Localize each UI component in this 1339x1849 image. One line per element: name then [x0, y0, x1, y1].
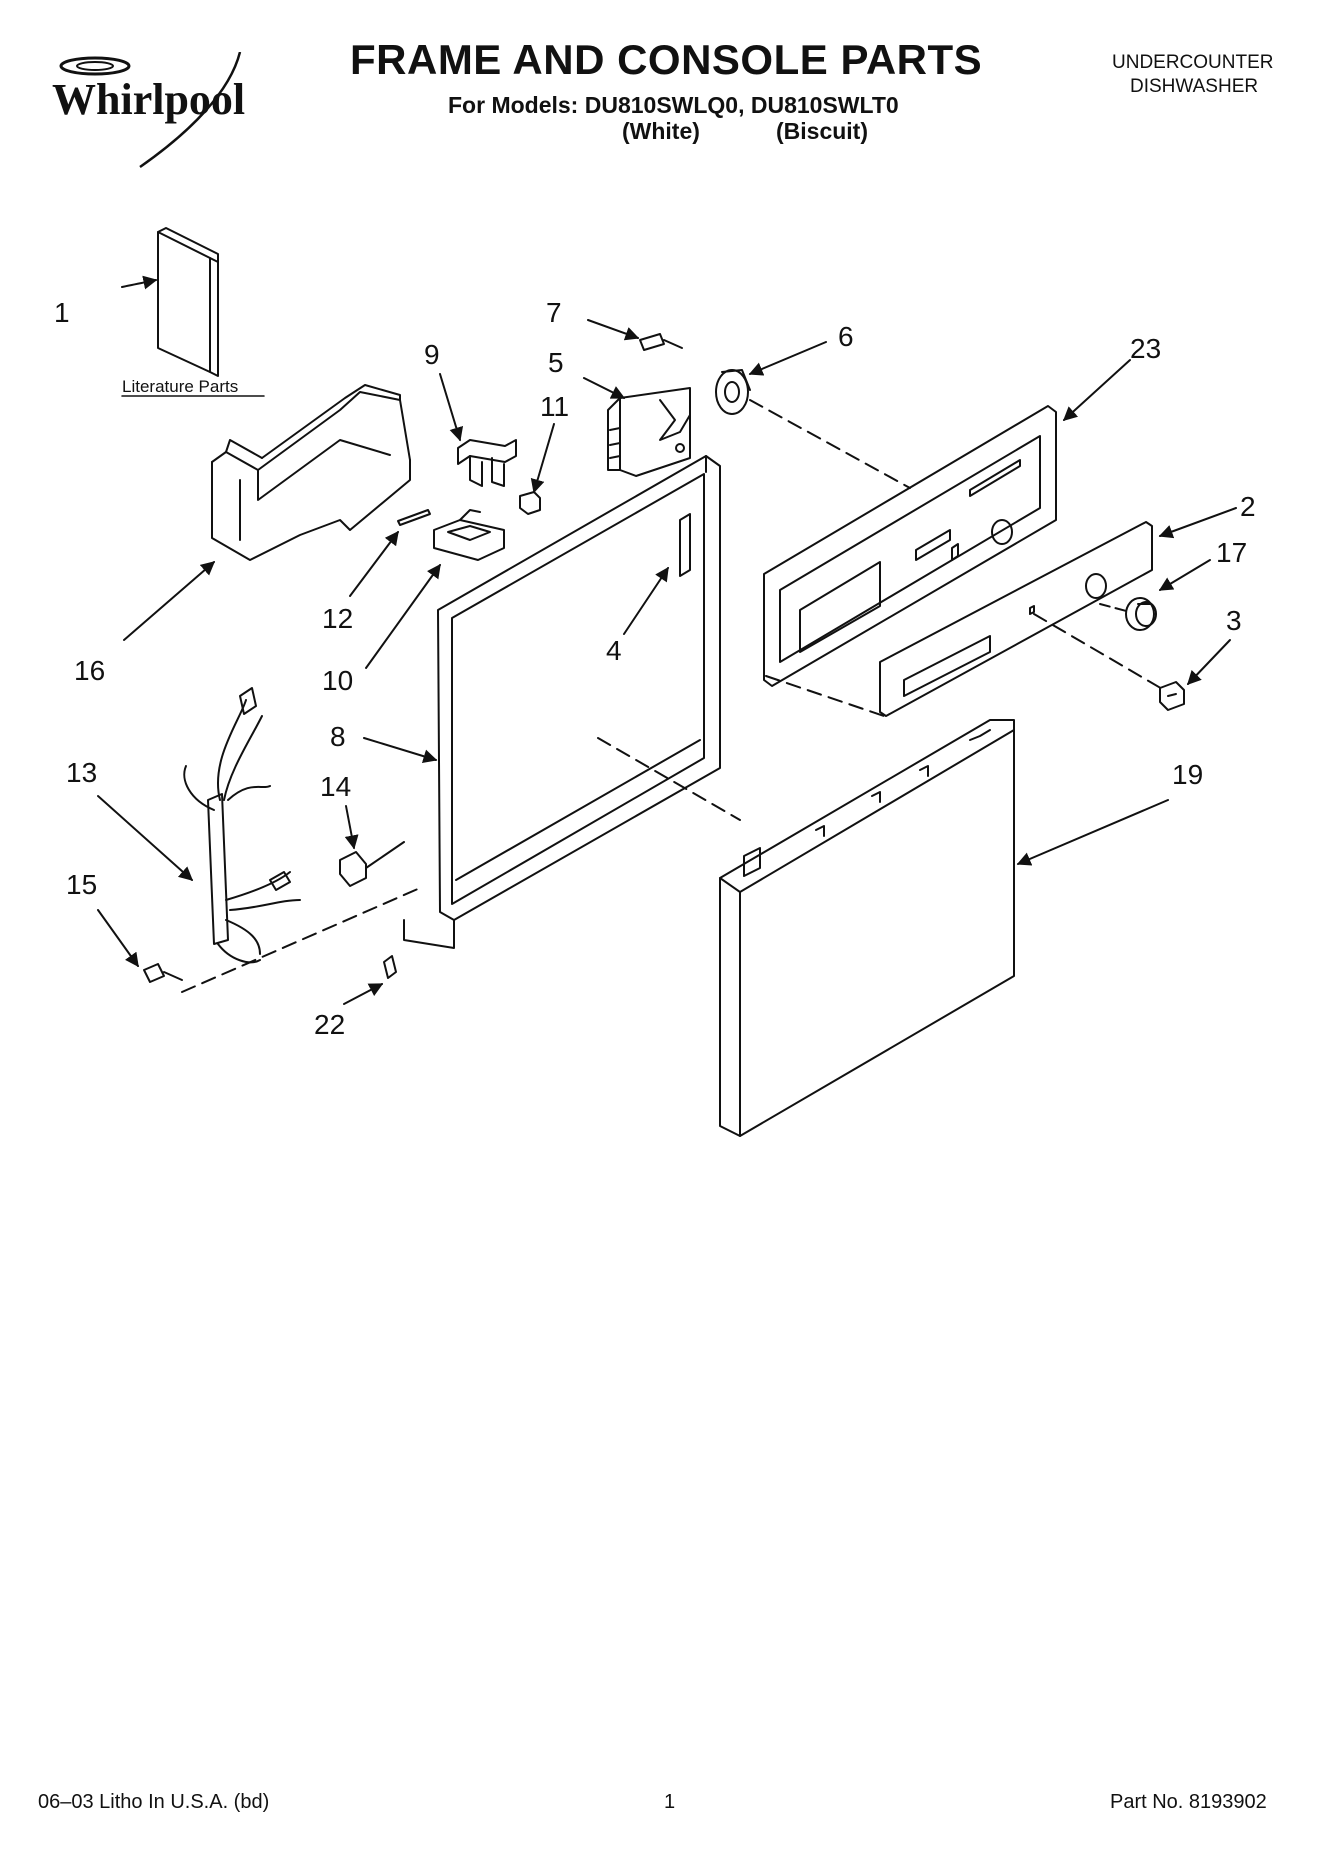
- variant-white: (White): [622, 118, 700, 144]
- part-11: [519, 491, 541, 515]
- product-type-line-2: DISHWASHER: [1130, 76, 1259, 97]
- callout-14: 14: [320, 771, 351, 802]
- part-1-literature: [157, 227, 219, 377]
- leader-6: [748, 341, 827, 376]
- callout-5: 5: [548, 347, 564, 378]
- leader-19: [1016, 799, 1169, 866]
- part-8-frame: [403, 429, 721, 949]
- leader-14: [344, 805, 359, 850]
- callout-2: 2: [1240, 491, 1256, 522]
- part-16-console-shield: [211, 384, 411, 561]
- part-17-knob: [1125, 597, 1157, 631]
- leader-5: [583, 377, 626, 399]
- callout-17: 17: [1216, 537, 1247, 568]
- part-13-wire-harness: [183, 687, 301, 964]
- assembly-dash-3: [1033, 613, 1165, 691]
- literature-caption: Literature Parts: [122, 377, 238, 396]
- callout-19: 19: [1172, 759, 1203, 790]
- part-14: [339, 841, 405, 887]
- callout-9: 9: [424, 339, 440, 370]
- leader-13: [97, 795, 194, 881]
- part-9: [457, 439, 517, 487]
- leader-4: [623, 566, 669, 635]
- part-2-control-panel: [879, 521, 1153, 717]
- callout-6: 6: [838, 321, 854, 352]
- whirlpool-logo: Whirlpool: [52, 52, 245, 169]
- part-23-console-panel: [763, 405, 1057, 687]
- leader-7: [587, 319, 640, 341]
- callout-22: 22: [314, 1009, 345, 1040]
- callout-23: 23: [1130, 333, 1161, 364]
- callout-15: 15: [66, 869, 97, 900]
- callout-11: 11: [540, 391, 569, 422]
- leader-11: [530, 423, 555, 494]
- callout-3: 3: [1226, 605, 1242, 636]
- leader-1: [121, 275, 158, 290]
- callout-13: 13: [66, 757, 97, 788]
- footer-part-number: Part No. 8193902: [1110, 1791, 1267, 1813]
- part-15-screw: [143, 963, 183, 983]
- assembly-dash-19: [597, 737, 741, 821]
- leader-12: [349, 530, 399, 597]
- callout-12: 12: [322, 603, 353, 634]
- callout-10: 10: [322, 665, 353, 696]
- callout-8: 8: [330, 721, 346, 752]
- leader-16: [123, 561, 216, 641]
- leader-2: [1158, 507, 1237, 539]
- brand-wordmark: Whirlpool: [52, 75, 245, 124]
- leader-3: [1187, 639, 1231, 686]
- models-line: For Models: DU810SWLQ0, DU810SWLT0: [448, 92, 899, 118]
- assembly-dash-15: [181, 887, 421, 993]
- product-type-line-1: UNDERCOUNTER: [1112, 52, 1274, 73]
- part-22: [383, 955, 397, 979]
- variant-biscuit: (Biscuit): [776, 118, 868, 144]
- callout-7: 7: [546, 297, 562, 328]
- callout-16: 16: [74, 655, 105, 686]
- leader-10: [365, 563, 441, 669]
- assembly-dash-17: [1099, 603, 1131, 613]
- leader-23: [1062, 359, 1131, 421]
- footer-page-number: 1: [664, 1791, 676, 1813]
- part-3-clip: [1159, 681, 1185, 711]
- assembly-dash-6: [749, 399, 911, 489]
- part-12: [397, 509, 431, 526]
- callout-1: 1: [54, 297, 70, 328]
- footer-litho: 06–03 Litho In U.S.A. (bd): [38, 1791, 270, 1813]
- assembly-dash-2: [765, 675, 885, 717]
- callout-4: 4: [606, 635, 622, 666]
- part-6-knob: [715, 369, 751, 415]
- part-19-door-panel: [719, 719, 1015, 1137]
- leader-15: [97, 909, 139, 968]
- part-10: [433, 509, 505, 561]
- leader-17: [1158, 559, 1211, 591]
- leader-22: [343, 983, 384, 1005]
- leader-9: [439, 373, 464, 442]
- page-title: FRAME AND CONSOLE PARTS: [350, 36, 983, 83]
- part-7-screw: [639, 333, 683, 351]
- leader-8: [363, 737, 438, 764]
